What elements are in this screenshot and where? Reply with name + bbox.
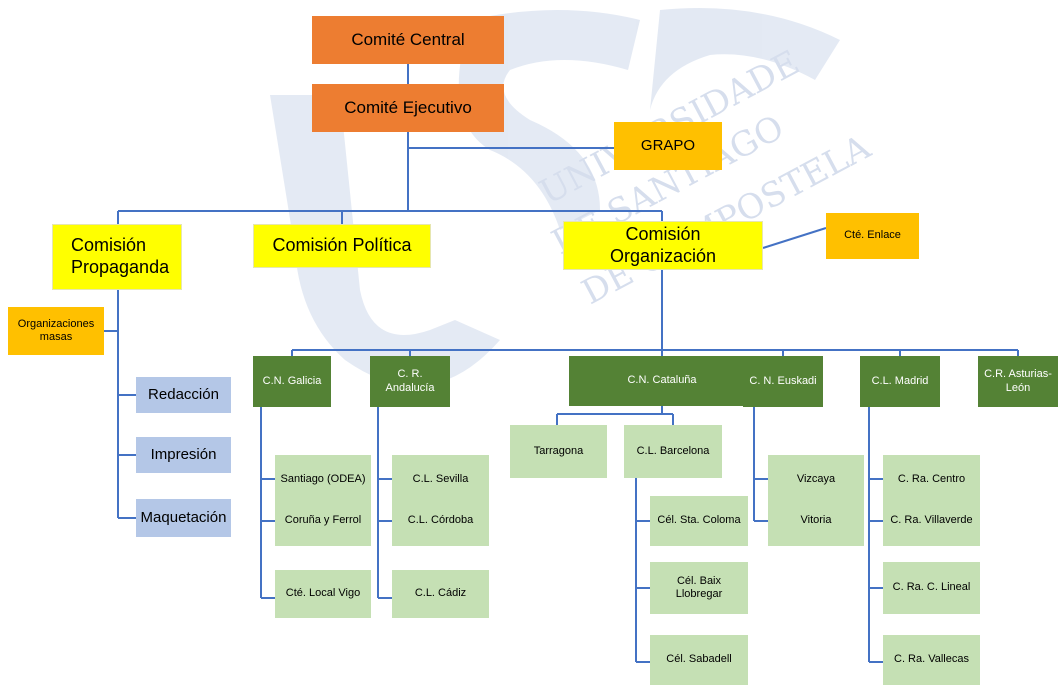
node-label: C.N. Cataluña: [627, 374, 697, 387]
node-label: Cél. Baix Llobregar: [675, 574, 723, 600]
node-cte-local-vigo: Cté. Local Vigo: [275, 570, 371, 618]
node-label: C.L. Madrid: [871, 374, 929, 387]
node-cn-galicia: C.N. Galicia: [253, 356, 331, 407]
node-redaccion: Redacción: [136, 377, 231, 413]
node-maquetacion: Maquetación: [136, 499, 231, 537]
node-label: Vizcaya: [796, 472, 836, 485]
node-label: Organizaciones masas: [17, 317, 95, 343]
node-cl-cordoba: C.L. Córdoba: [392, 496, 489, 546]
node-label: Santiago (ODEA): [280, 472, 366, 485]
node-comite-central: Comité Central: [312, 16, 504, 64]
node-cel-sta-coloma: Cél. Sta. Coloma: [650, 496, 748, 546]
node-cl-sevilla: C.L. Sevilla: [392, 455, 489, 504]
node-cel-sabadell: Cél. Sabadell: [650, 635, 748, 685]
node-label: Cté. Local Vigo: [285, 587, 361, 600]
node-label: Comité Central: [351, 29, 465, 49]
node-label: C.L. Sevilla: [412, 472, 469, 485]
node-label: C. R. Andalucía: [385, 368, 435, 394]
node-label: Coruña y Ferrol: [284, 514, 362, 527]
node-coruna-ferrol: Coruña y Ferrol: [275, 496, 371, 546]
node-label: Cél. Sabadell: [666, 653, 732, 666]
node-cra-clineal: C. Ra. C. Lineal: [883, 562, 980, 614]
node-tarragona: Tarragona: [510, 425, 607, 478]
node-label: C. N. Euskadi: [749, 374, 817, 387]
node-cra-vallecas: C. Ra. Vallecas: [883, 635, 980, 685]
node-cn-cataluna: C.N. Cataluña: [569, 356, 755, 406]
node-vitoria: Vitoria: [768, 496, 864, 546]
node-cl-barcelona: C.L. Barcelona: [624, 425, 722, 478]
node-cl-madrid: C.L. Madrid: [860, 356, 940, 407]
node-comision-organizacion: Comisión Organización: [563, 221, 763, 270]
node-comision-propaganda: Comisión Propaganda: [52, 224, 182, 290]
node-organizaciones-masas: Organizaciones masas: [8, 307, 104, 355]
node-cl-cadiz: C.L. Cádiz: [392, 570, 489, 618]
node-label: C. Ra. Vallecas: [894, 653, 969, 666]
node-cte-enlace: Cté. Enlace: [826, 213, 919, 259]
node-label: C. Ra. C. Lineal: [892, 581, 971, 594]
node-label: Comisión Organización: [609, 223, 717, 266]
node-label: Comisión Propaganda: [71, 235, 170, 277]
node-label: Vitoria: [800, 514, 832, 527]
node-grapo: GRAPO: [614, 122, 722, 170]
node-santiago-odea: Santiago (ODEA): [275, 455, 371, 504]
node-label: Cté. Enlace: [844, 229, 901, 242]
node-cn-euskadi: C. N. Euskadi: [743, 356, 823, 407]
node-label: C.L. Córdoba: [407, 514, 474, 527]
node-label: Maquetación: [140, 509, 227, 526]
node-label: C.R. Asturias-León: [984, 368, 1052, 394]
node-label: GRAPO: [640, 137, 696, 154]
node-label: Comité Ejecutivo: [344, 97, 472, 117]
node-label: Cél. Sta. Coloma: [657, 514, 741, 527]
node-cel-baix-llobregar: Cél. Baix Llobregar: [650, 562, 748, 614]
node-label: Comisión Política: [272, 235, 412, 256]
node-cr-andalucia: C. R. Andalucía: [370, 356, 450, 407]
node-label: Impresión: [150, 446, 217, 463]
node-impresion: Impresión: [136, 437, 231, 473]
node-label: C.L. Cádiz: [414, 587, 467, 600]
node-label: C.L. Barcelona: [636, 444, 710, 457]
node-label: C.N. Galicia: [262, 374, 322, 387]
node-cr-asturias-leon: C.R. Asturias-León: [978, 356, 1058, 407]
node-label: C. Ra. Centro: [897, 472, 966, 485]
node-label: C. Ra. Villaverde: [890, 514, 973, 527]
node-label: Tarragona: [533, 444, 584, 457]
node-comite-ejecutivo: Comité Ejecutivo: [312, 84, 504, 132]
node-vizcaya: Vizcaya: [768, 455, 864, 504]
node-cra-centro: C. Ra. Centro: [883, 455, 980, 504]
node-comision-politica: Comisión Política: [253, 224, 431, 268]
node-label: Redacción: [148, 386, 219, 403]
node-cra-villaverde: C. Ra. Villaverde: [883, 496, 980, 546]
